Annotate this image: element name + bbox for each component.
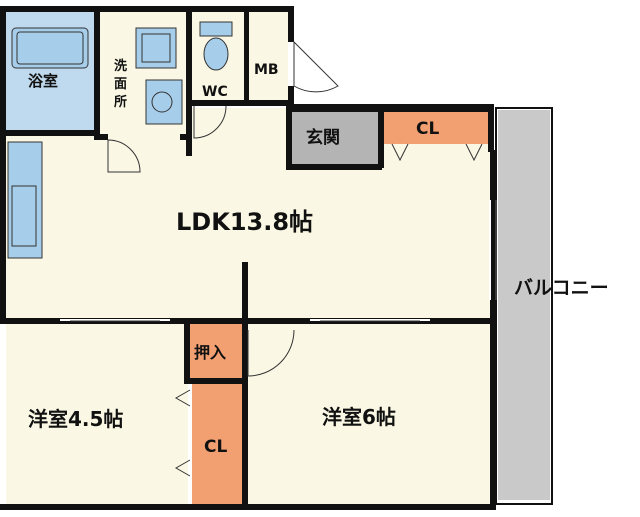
- western-large-label: 洋室6帖: [322, 405, 396, 429]
- ldk-label: LDK13.8帖: [176, 208, 313, 236]
- washing-machine: [135, 27, 177, 69]
- balcony-label: バルコニー: [514, 277, 609, 299]
- oshiire-area: [190, 324, 242, 378]
- closet-top-label: CL: [416, 119, 439, 139]
- washroom-door-swing: [107, 139, 141, 173]
- toilet-tank: [199, 21, 233, 37]
- entrance-area: [288, 112, 380, 168]
- entrance-door-swing: [293, 40, 339, 93]
- mb-area: [248, 12, 288, 104]
- washroom-label-2: 面: [114, 77, 127, 92]
- balcony-area: [498, 110, 550, 500]
- washroom-label-3: 所: [114, 94, 127, 110]
- bathtub-inner: [16, 31, 84, 65]
- western-small-area: [6, 324, 188, 504]
- bathroom-label: 浴室: [28, 72, 58, 90]
- closet-top-door: [391, 143, 483, 162]
- kitchen-counter: [7, 141, 43, 259]
- bathtub: [11, 27, 89, 69]
- washing-machine-inner: [141, 33, 171, 63]
- ldk-upper-area: [192, 108, 292, 148]
- wash-basin-bowl: [151, 91, 173, 113]
- western-small-label: 洋室4.5帖: [28, 407, 123, 431]
- closet-top-area: [382, 112, 488, 144]
- western-large-area: [248, 324, 490, 504]
- toilet-bowl: [203, 37, 229, 71]
- oshiire-door-swing: [247, 329, 295, 377]
- closet-bottom-area: [192, 384, 242, 504]
- wc-label: WC: [202, 84, 228, 100]
- entrance-label: 玄関: [306, 127, 340, 148]
- oshiire-label: 押入: [194, 343, 226, 362]
- wc-door-swing: [193, 105, 227, 139]
- kitchen-sink: [11, 185, 37, 247]
- closet-bottom-label: CL: [204, 437, 227, 457]
- mb-label: MB: [254, 62, 279, 78]
- washroom-label-1: 洗: [114, 58, 127, 74]
- closet-bottom-door: [174, 389, 191, 477]
